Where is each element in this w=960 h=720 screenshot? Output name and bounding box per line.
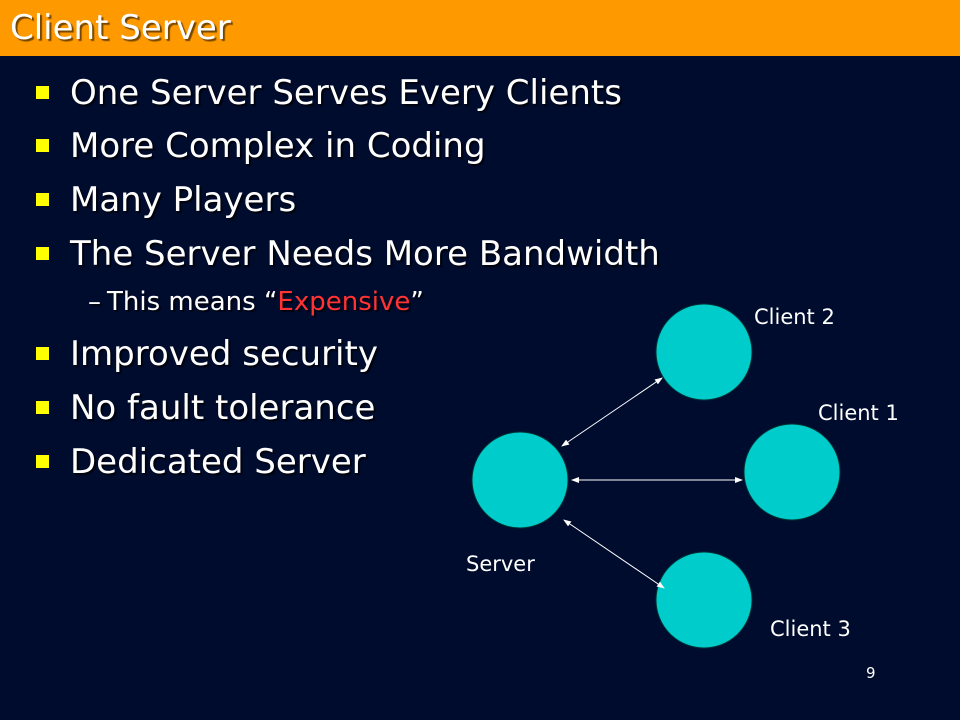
bullet-square-icon <box>36 247 49 260</box>
client-1-label: Client 1 <box>818 401 899 425</box>
sub-bullet-item: –This means “Expensive” <box>88 284 424 320</box>
arrow-server-client-3 <box>563 519 665 589</box>
client-3-node <box>655 551 753 649</box>
bullet-text: One Server Serves Every Clients <box>70 73 622 113</box>
title-bar: Client Server <box>0 0 960 56</box>
bullet-text: Dedicated Server <box>70 442 366 482</box>
sub-bullet-suffix: ” <box>410 287 424 317</box>
bullet-text: More Complex in Coding <box>70 126 486 166</box>
client-2-node <box>655 303 753 401</box>
bullet-square-icon <box>36 193 49 206</box>
bullet-square-icon <box>36 139 49 152</box>
bullet-text: No fault tolerance <box>70 388 376 428</box>
bullet-text: The Server Needs More Bandwidth <box>70 234 660 274</box>
bullet-square-icon <box>36 401 49 414</box>
client-1-node <box>743 423 841 521</box>
sub-bullet-highlight: Expensive <box>277 287 411 317</box>
server-node <box>471 431 569 529</box>
page-number: 9 <box>866 664 876 682</box>
bullet-text: Improved security <box>70 334 378 374</box>
sub-bullet-dash: – <box>88 287 101 317</box>
bullet-square-icon <box>36 86 49 99</box>
slide-title: Client Server <box>10 8 231 48</box>
bullet-square-icon <box>36 455 49 468</box>
server-label: Server <box>466 552 535 576</box>
client-2-label: Client 2 <box>754 305 835 329</box>
client-3-label: Client 3 <box>770 617 851 641</box>
bullet-text: Many Players <box>70 180 297 220</box>
sub-bullet-prefix: This means “ <box>107 287 278 317</box>
bullet-square-icon <box>36 347 49 360</box>
arrow-server-client-2 <box>561 377 663 447</box>
